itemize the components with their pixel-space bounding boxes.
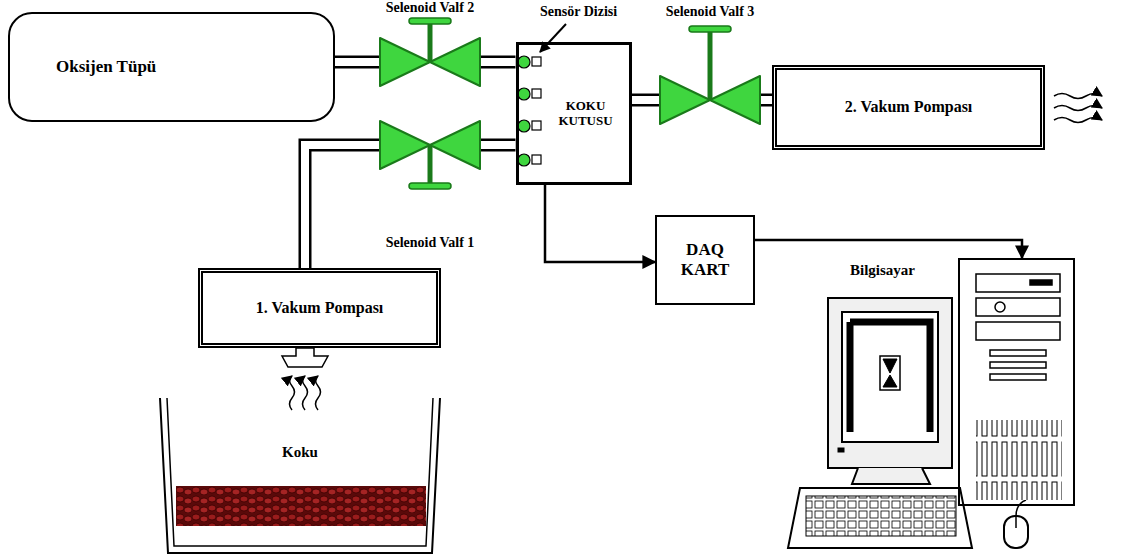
node-label: 2. Vakum Pompası (845, 98, 973, 116)
gas-pipe (632, 100, 661, 101)
gas-pipe (480, 62, 516, 63)
process-box: 1. Vakum Pompası (198, 268, 441, 348)
node-label: Oksijen Tüpü (56, 57, 156, 77)
computer-tower: Bilgisayar (958, 258, 1075, 506)
odour-cup: Koku (160, 398, 440, 553)
process-box: DAQ KART (655, 215, 755, 305)
odour-waves (290, 376, 321, 410)
node-label: Selenoid Valf 3 (666, 4, 755, 20)
pump-nozzle (282, 348, 328, 367)
keyboard (788, 488, 972, 548)
valve-symbol (660, 76, 760, 124)
signal-arrow (755, 240, 1022, 258)
node-label: KOKU KUTUSU (550, 99, 622, 129)
signal-arrow (545, 185, 655, 262)
node-label: Bilgisayar (850, 262, 915, 279)
node-label: Selenoid Valf 1 (386, 235, 475, 251)
leader-arrow (540, 24, 566, 52)
valve-symbol (380, 38, 480, 86)
process-box: Oksijen Tüpü (8, 12, 335, 122)
mouse (1004, 500, 1028, 548)
cup-outline (160, 398, 440, 553)
node-label: Selenoid Valf 2 (386, 0, 475, 16)
solenoid-valve: Selenoid Valf 1 (380, 121, 480, 169)
gas-pipe (335, 62, 380, 63)
part-label: Sensör Dizisi (540, 4, 617, 20)
solenoid-valve: Selenoid Valf 3 (660, 76, 760, 124)
valve-symbol (380, 121, 480, 169)
gas-pipe (480, 145, 516, 146)
gas-pipe (305, 145, 380, 268)
process-box: KOKU KUTUSU (516, 42, 632, 185)
node-label: DAQ KART (675, 240, 735, 279)
exhaust-waves (1054, 94, 1102, 123)
process-box: 2. Vakum Pompası (772, 65, 1045, 150)
sensor-array (518, 56, 541, 166)
solenoid-valve: Selenoid Valf 2 (380, 38, 480, 86)
tower-details (976, 274, 1062, 500)
monitor (828, 298, 952, 484)
node-label: Koku (282, 444, 318, 461)
coffee-beans (176, 486, 426, 526)
node-label: 1. Vakum Pompası (256, 299, 384, 317)
gas-pipe (760, 100, 772, 101)
